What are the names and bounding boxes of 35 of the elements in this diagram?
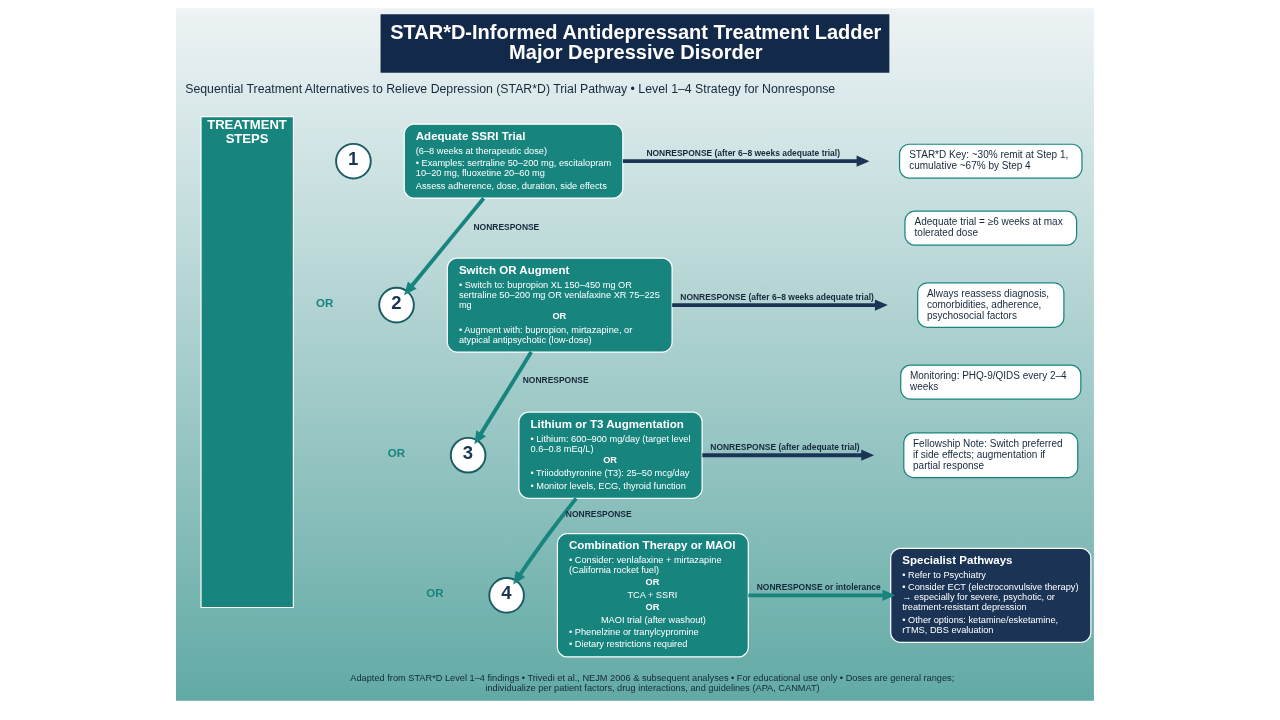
node-box: Fellowship Note: Switch preferred if side effects; augmentation if partial response	[902, 432, 1078, 479]
edge-label: NONRESPONSE (after 6–8 weeks adequate trial)	[679, 291, 874, 302]
arrow	[622, 155, 869, 167]
node-box: Switch OR Augment • Switch to: bupropion XL 150–450 mg OR sertraline 50–200 mg OR venlafaxine XR 75–225 mg OR • Augment with: bupropion, mirtazapine, or atypical antipsychotic (low-dose)	[446, 257, 673, 353]
node-box: TREATMENT STEPS	[199, 116, 294, 609]
edge-label: NONRESPONSE	[473, 221, 539, 232]
edge-label: NONRESPONSE (after adequate trial)	[709, 441, 860, 452]
label: OR	[387, 447, 405, 460]
arrow	[473, 351, 533, 445]
arrow	[701, 449, 874, 461]
node-box: Monitoring: PHQ-9/QIDS every 2–4 weeks	[899, 364, 1081, 400]
label: Sequential Treatment Alternatives to Relieve Depression (STAR*D) Trial Pathway • Level 1–4 Strategy for Nonresponse	[184, 81, 835, 96]
edge-label: NONRESPONSE or intolerance	[756, 581, 881, 592]
node-box: Specialist Pathways • Refer to Psychiatry • Consider ECT (electroconvulsive therapy) → especially for severe, psychotic, or treatment-resistant depression • Other options: ketamine/esketamine, rTMS, DBS evaluation	[889, 547, 1091, 643]
node-box: STAR*D Key: ~30% remit at Step 1, cumulative ~67% by Step 4	[898, 143, 1083, 179]
node-circle: 2	[377, 286, 415, 324]
node-box: Always reassess diagnosis, comorbidities, adherence, psychosocial factors	[916, 282, 1064, 329]
node-circle: 3	[449, 436, 486, 474]
node-box: Lithium or T3 Augmentation • Lithium: 600–900 mg/day (target level 0.6–0.8 mEq/L) OR • Triiodothyronine (T3): 25–50 mcg/day • Monitor levels, ECG, thyroid function	[517, 411, 703, 499]
label: OR	[425, 587, 443, 600]
label: OR	[315, 297, 333, 310]
edge-label: NONRESPONSE (after 6–8 weeks adequate trial)	[645, 147, 840, 158]
edge-label: NONRESPONSE	[565, 509, 632, 520]
node-circle: 1	[334, 142, 372, 180]
edge-label: NONRESPONSE	[522, 375, 589, 386]
arrow	[512, 497, 578, 585]
node-box: Adequate trial = ≥6 weeks at max tolerated dose	[903, 210, 1077, 246]
node-circle: 4	[487, 577, 525, 614]
arrow	[747, 589, 895, 601]
caption: Adapted from STAR*D Level 1–4 findings • Trivedi et al., NEJM 2006 & subsequent analyses • For educational use only • Doses are general ranges; individualize per patient factors, drug interactions, and guidelines (APA, CANMAT)	[349, 673, 954, 694]
node-box: Combination Therapy or MAOI • Consider: venlafaxine + mirtazapine (California rocket fuel) OR TCA + SSRI OR MAOI trial (after washout) • Phenelzine or tranylcypromine • Dietary restrictions required	[556, 533, 749, 658]
arrow	[671, 299, 888, 311]
arrow	[403, 197, 485, 296]
node-box: Adequate SSRI Trial (6–8 weeks at therapeutic dose) • Examples: sertraline 50–200 mg, escitalopram 10–20 mg, fluoxetine 20–60 mg Assess adherence, dose, duration, side effects	[403, 123, 623, 199]
diagram-title: STAR*D-Informed Antidepressant Treatment Ladder Major Depressive Disorder	[389, 20, 881, 63]
